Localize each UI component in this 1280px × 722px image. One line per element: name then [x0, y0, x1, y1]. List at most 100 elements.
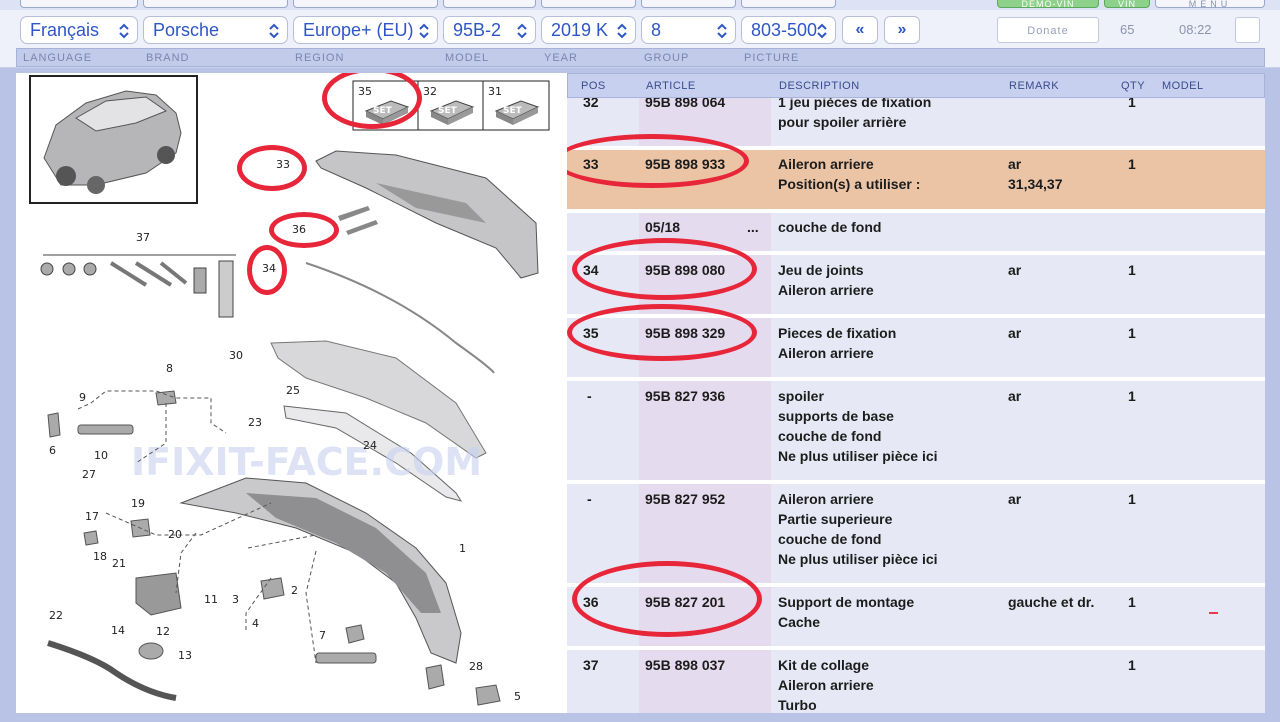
callout-21: 21 — [112, 557, 126, 570]
header-description: DESCRIPTION — [779, 80, 860, 92]
row-desc-line: Aileron arriere — [778, 491, 874, 507]
top-stub-3[interactable] — [293, 0, 438, 8]
row-remark: ar — [1008, 262, 1022, 278]
row-remark: ar — [1008, 388, 1022, 404]
row-article: 95B 898 064 — [645, 94, 726, 110]
language-select[interactable]: Français — [20, 16, 138, 44]
callout-32: 32 — [423, 85, 437, 98]
row-qty: 1 — [1128, 262, 1136, 278]
model-select-value: 95B-2 — [453, 20, 502, 40]
callout-28: 28 — [469, 660, 483, 673]
updown-chevron-icon — [617, 23, 627, 39]
table-header: POS ARTICLE DESCRIPTION REMARK QTY MODEL — [567, 73, 1265, 98]
car-thumbnail-icon — [43, 90, 182, 194]
table-row[interactable]: 34 95B 898 080 Jeu de joints Aileron arr… — [567, 255, 1265, 314]
group-select[interactable]: 8 — [641, 16, 736, 44]
row-desc-line: Position(s) a utiliser : — [778, 176, 921, 192]
vin-button[interactable]: VIN — [1104, 0, 1150, 9]
brand-select[interactable]: Porsche — [143, 16, 288, 44]
row-article: 95B 827 952 — [645, 491, 726, 507]
seal-part-25 — [283, 405, 463, 502]
region-select[interactable]: Europe+ (EU) — [293, 16, 438, 44]
seal-34 — [305, 262, 495, 374]
table-row[interactable]: 37 95B 898 037 Kit de collage Aileron ar… — [567, 650, 1265, 713]
callout-20: 20 — [168, 528, 182, 541]
callout-22: 22 — [49, 609, 63, 622]
row-desc-line: 1 jeu pièces de fixation — [778, 94, 932, 110]
region-select-value: Europe+ (EU) — [303, 20, 414, 40]
callout-8: 8 — [166, 362, 173, 375]
row-desc-line: Aileron arriere — [778, 345, 874, 361]
table-row[interactable]: 35 95B 898 329 Pieces de fixation Ailero… — [567, 318, 1265, 377]
table-row[interactable]: 36 95B 827 201 Support de montage Cache … — [567, 587, 1265, 646]
row-pos: 34 — [583, 262, 599, 278]
row-desc-line: Aileron arriere — [778, 282, 874, 298]
demo-vin-button[interactable]: DEMO-VIN — [997, 0, 1099, 9]
callout-6: 6 — [49, 444, 56, 457]
row-desc-line: couche de fond — [778, 428, 882, 444]
top-stub-4[interactable] — [443, 0, 536, 8]
callout-3: 3 — [232, 593, 239, 606]
spoiler-part-33 — [315, 150, 539, 279]
row-remark: ar — [1008, 325, 1022, 341]
set-badge-31: SET — [503, 106, 523, 116]
row-desc-line: couche de fond — [778, 219, 882, 235]
row-desc-line: couche de fond — [778, 531, 882, 547]
table-row[interactable]: - 95B 827 952 Aileron arriere Partie sup… — [567, 484, 1265, 583]
top-stub-7[interactable] — [741, 0, 836, 8]
top-stub-5[interactable] — [541, 0, 636, 8]
callout-5: 5 — [514, 690, 521, 703]
row-pos: 33 — [583, 156, 599, 172]
top-stub-1[interactable] — [20, 0, 138, 8]
row-article: 95B 898 037 — [645, 657, 726, 673]
donate-button[interactable]: Donate — [997, 17, 1099, 43]
callout-11: 11 — [204, 593, 218, 606]
model-select[interactable]: 95B-2 — [443, 16, 536, 44]
callout-12: 12 — [156, 625, 170, 638]
row-qty: 1 — [1128, 325, 1136, 341]
toggle-box[interactable] — [1235, 17, 1260, 43]
row-more-dots[interactable]: ... — [747, 219, 759, 235]
callout-4: 4 — [252, 617, 259, 630]
table-row-selected[interactable]: 33 95B 898 933 Aileron arriere Position(… — [567, 150, 1265, 209]
callout-10: 10 — [94, 449, 108, 462]
updown-chevron-icon — [717, 23, 727, 39]
row-desc-line: Aileron arriere — [778, 677, 874, 693]
table-row[interactable]: 05/18 ... couche de fond — [567, 213, 1265, 251]
counter-value: 65 — [1120, 22, 1135, 37]
label-language: LANGUAGE — [23, 52, 93, 64]
picture-select[interactable]: 803-500 — [741, 16, 836, 44]
label-group: GROUP — [644, 52, 690, 64]
label-region: REGION — [295, 52, 345, 64]
next-picture-button[interactable]: » — [884, 16, 920, 44]
callout-36: 36 — [292, 223, 306, 236]
year-select[interactable]: 2019 K — [541, 16, 636, 44]
year-select-value: 2019 K — [551, 20, 609, 40]
row-desc-line: Aileron arriere — [778, 156, 874, 172]
row-desc-line: Jeu de joints — [778, 262, 864, 278]
label-model: MODEL — [445, 52, 490, 64]
top-stub-2[interactable] — [143, 0, 288, 8]
top-stub-6[interactable] — [641, 0, 736, 8]
parts-diagram[interactable]: SET SET SET IFIXIT-FACE.COM — [16, 73, 567, 713]
table-row[interactable]: - 95B 827 936 spoiler supports de base c… — [567, 381, 1265, 480]
row-pos: - — [587, 388, 592, 404]
prev-picture-button[interactable]: « — [842, 16, 878, 44]
menu-button[interactable]: MENU — [1155, 0, 1265, 9]
updown-chevron-icon — [817, 23, 827, 39]
header-pos: POS — [581, 80, 606, 92]
callout-34: 34 — [262, 262, 276, 275]
updown-chevron-icon — [119, 23, 129, 39]
selector-labels-bar: LANGUAGE BRAND REGION MODEL YEAR GROUP P… — [16, 48, 1265, 67]
row-article: 95B 898 329 — [645, 325, 726, 341]
label-brand: BRAND — [146, 52, 190, 64]
set-badge-32: SET — [438, 106, 458, 116]
updown-chevron-icon — [517, 23, 527, 39]
parts-table-panel: POS ARTICLE DESCRIPTION REMARK QTY MODEL… — [567, 73, 1265, 713]
callout-37: 37 — [136, 231, 150, 244]
row-desc-line: Support de montage — [778, 594, 915, 610]
brand-select-value: Porsche — [153, 20, 220, 40]
parts-diagram-panel[interactable]: SET SET SET IFIXIT-FACE.COM — [16, 73, 567, 713]
row-remark: gauche et dr. — [1008, 594, 1095, 610]
top-button-strip: DEMO-VIN VIN MENU — [0, 0, 1280, 10]
